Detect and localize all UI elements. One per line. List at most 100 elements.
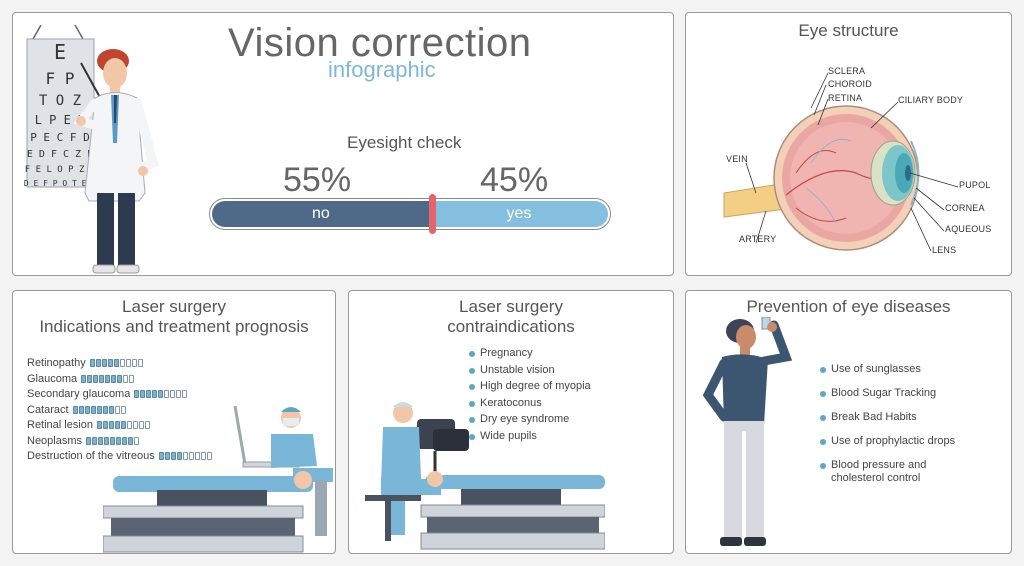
rating-cell	[92, 436, 98, 445]
rating-cell	[115, 421, 121, 429]
rating-cell	[89, 359, 95, 367]
list-item: Pregnancy	[469, 347, 591, 359]
label-artery: ARTERY	[739, 234, 777, 244]
rating-cell	[117, 374, 123, 383]
rating-cell	[116, 436, 122, 445]
eye-chart-row: F P	[46, 69, 75, 88]
rating-cell	[206, 452, 212, 460]
rating-cell	[99, 374, 105, 383]
rating-cell	[134, 390, 140, 398]
eye-surgeon-illustration	[365, 402, 605, 550]
eye-chart-row: E	[54, 40, 66, 64]
eye-chart-row: L P E D	[35, 113, 86, 127]
no-segment: no	[212, 201, 430, 227]
eye-chart-row: D E F P O T E C	[24, 179, 96, 188]
list-item: Unstable vision	[469, 364, 591, 376]
list-item: Wide pupils	[469, 430, 591, 442]
list-item: Dry eye syndrome	[469, 413, 591, 425]
rating-cell	[140, 390, 146, 398]
rating-cell	[119, 359, 125, 367]
contraindications-title-line2: contraindications	[447, 317, 575, 336]
rating-cell	[176, 390, 182, 398]
eye-chart-row: P E C F D	[30, 131, 90, 144]
eye-structure-title: Eye structure	[798, 21, 899, 40]
rating-cell	[114, 405, 120, 414]
rating-cell	[87, 374, 93, 383]
rating-cell	[200, 452, 206, 460]
rating-cell	[182, 390, 188, 398]
rating-cell	[146, 390, 152, 398]
rating-cell	[125, 359, 131, 367]
rating-cell	[122, 436, 128, 445]
yes-percent-label: 45%	[480, 161, 549, 199]
eye-chart-row: T O Z	[39, 93, 81, 109]
rating-cell	[123, 374, 129, 383]
indication-row: Retinal lesion	[27, 419, 151, 431]
rating-cell	[93, 374, 99, 383]
indication-label: Destruction of the vitreous	[27, 450, 155, 462]
indication-row: Neoplasms	[27, 435, 140, 447]
rating-cell	[137, 359, 143, 367]
rating-cell	[81, 374, 87, 383]
label-vein: VEIN	[726, 154, 748, 164]
rating-cell	[104, 436, 110, 445]
rating-cell	[188, 452, 194, 460]
prognosis-rating	[158, 452, 212, 460]
list-item: Break Bad Habits	[820, 411, 960, 424]
eyesight-check-title: Eyesight check	[347, 133, 462, 152]
rating-cell	[127, 421, 133, 429]
indication-label: Secondary glaucoma	[27, 388, 131, 400]
indication-row: Secondary glaucoma	[27, 388, 188, 400]
rating-cell	[96, 405, 102, 414]
rating-cell	[158, 452, 164, 460]
indications-title-line1: Laser surgery	[122, 297, 226, 316]
rating-cell	[98, 436, 104, 445]
rating-cell	[120, 405, 126, 414]
prognosis-rating	[72, 405, 126, 414]
rating-cell	[103, 421, 109, 429]
indications-panel: Laser surgery Indications and treatment …	[12, 290, 336, 554]
rating-cell	[108, 405, 114, 414]
indication-row: Retinopathy	[27, 357, 143, 369]
yes-segment: yes	[429, 201, 608, 227]
rating-cell	[90, 405, 96, 414]
rating-cell	[78, 405, 84, 414]
indication-label: Retinal lesion	[27, 419, 94, 431]
rating-cell	[107, 359, 113, 367]
label-sclera: SCLERA	[828, 66, 866, 76]
woman-eye-drops-illustration	[702, 317, 793, 546]
rating-cell	[113, 359, 119, 367]
doctor-illustration	[73, 49, 159, 274]
list-item: Keratoconus	[469, 397, 591, 409]
no-segment-label: no	[312, 205, 330, 222]
rating-cell	[194, 452, 200, 460]
rating-cell	[95, 359, 101, 367]
prognosis-rating	[86, 436, 140, 445]
split-marker	[429, 194, 436, 234]
indications-title-line2: Indications and treatment prognosis	[39, 317, 309, 336]
list-item: Use of prophylactic drops	[820, 435, 960, 448]
eyesight-progress-bar: no yes	[209, 194, 611, 234]
label-lens: LENS	[932, 245, 957, 255]
rating-cell	[176, 452, 182, 460]
rating-cell	[128, 436, 134, 445]
rating-cell	[101, 359, 107, 367]
prevention-panel: Prevention of eye diseases Use of sungla…	[685, 290, 1012, 554]
rating-cell	[129, 374, 135, 383]
page-title: Vision correction	[228, 21, 532, 65]
label-choroid: CHOROID	[828, 79, 872, 89]
rating-cell	[102, 405, 108, 414]
rating-cell	[134, 436, 140, 445]
rating-cell	[152, 390, 158, 398]
rating-cell	[121, 421, 127, 429]
rating-cell	[105, 374, 111, 383]
laser-surgery-illustration	[103, 406, 333, 553]
rating-cell	[111, 374, 117, 383]
rating-cell	[97, 421, 103, 429]
indication-label: Glaucoma	[27, 372, 78, 385]
rating-cell	[170, 452, 176, 460]
indication-row: Destruction of the vitreous	[27, 450, 212, 462]
